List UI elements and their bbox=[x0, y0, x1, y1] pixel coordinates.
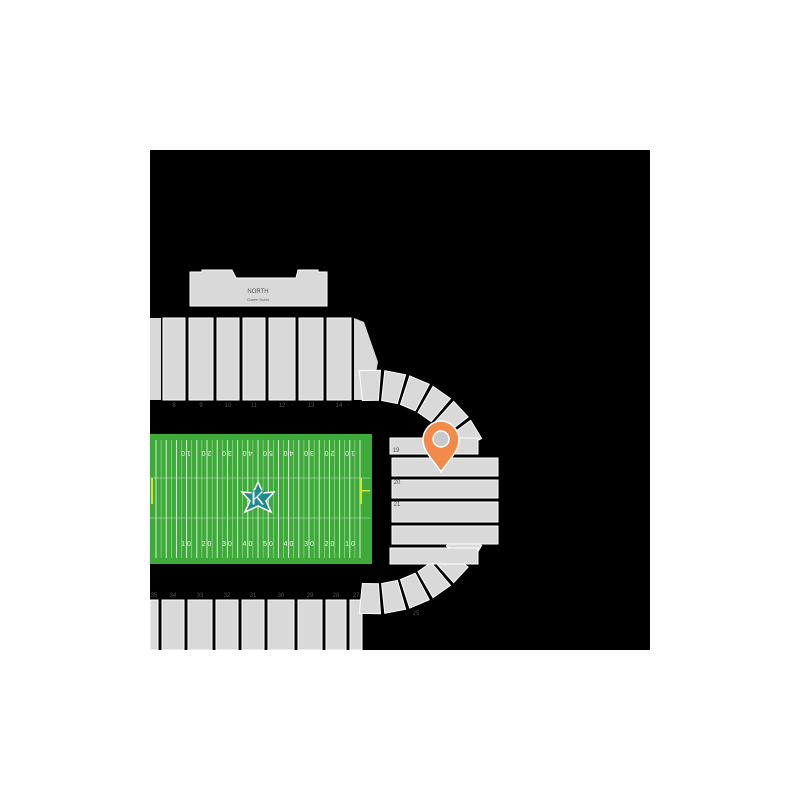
section-label: 33 bbox=[197, 593, 204, 599]
section-10[interactable] bbox=[216, 317, 240, 401]
press-box: NORTH Charter Boxes bbox=[189, 269, 328, 307]
section-29[interactable] bbox=[297, 599, 323, 651]
yard-number: 5 0 bbox=[263, 449, 273, 456]
yard-number: 4 0 bbox=[284, 449, 294, 456]
section-east-lower[interactable] bbox=[358, 582, 382, 615]
playing-field: 1 0 2 0 3 0 4 0 5 0 4 0 3 0 2 0 1 0 1 0 2 0 3 0 4 0… bbox=[150, 408, 380, 578]
section-28[interactable] bbox=[325, 599, 347, 651]
section-32[interactable] bbox=[215, 599, 239, 651]
section-label: 10 bbox=[225, 403, 232, 409]
section-east-row[interactable] bbox=[391, 479, 499, 499]
yard-number: 1 0 bbox=[181, 449, 191, 456]
section-label: 31 bbox=[250, 593, 257, 599]
section-11[interactable] bbox=[242, 317, 266, 401]
section-31[interactable] bbox=[241, 599, 265, 651]
section-label: 13 bbox=[308, 403, 315, 409]
yard-number: 1 0 bbox=[345, 449, 355, 456]
section-east-upper[interactable] bbox=[399, 375, 430, 412]
section-9[interactable] bbox=[188, 317, 214, 401]
section-label: 34 bbox=[170, 593, 177, 599]
south-sections: 35 34 33 32 31 30 29 28 27 bbox=[149, 593, 363, 651]
section-label: 32 bbox=[224, 593, 231, 599]
section-east-upper[interactable] bbox=[358, 369, 382, 402]
section-east-upper[interactable] bbox=[417, 385, 452, 423]
yard-number: 3 0 bbox=[222, 449, 232, 456]
section-label: 30 bbox=[278, 593, 285, 599]
center-logo: K bbox=[240, 480, 276, 514]
section-label: 8 bbox=[172, 403, 176, 409]
section-14[interactable] bbox=[326, 317, 352, 401]
north-sections: 8 9 10 11 12 13 14 bbox=[150, 317, 378, 409]
section-east-lower[interactable] bbox=[399, 572, 430, 609]
section-label: 25 bbox=[413, 611, 420, 617]
center-logo-letter: K bbox=[251, 488, 266, 510]
top-yard-numbers: 1 0 2 0 3 0 4 0 5 0 4 0 3 0 2 0 1 0 bbox=[181, 449, 355, 456]
section-east-row[interactable] bbox=[389, 547, 479, 565]
section-33[interactable] bbox=[187, 599, 213, 651]
section-8[interactable] bbox=[162, 317, 186, 401]
section-east-row[interactable] bbox=[391, 501, 499, 523]
yard-number: 2 0 bbox=[325, 449, 335, 456]
section-35[interactable] bbox=[149, 599, 159, 651]
section-east-lower[interactable] bbox=[381, 579, 407, 614]
yard-number: 3 0 bbox=[304, 449, 314, 456]
goalpost-east bbox=[360, 478, 370, 504]
section-label: 14 bbox=[336, 403, 343, 409]
yard-number: 4 0 bbox=[284, 541, 294, 548]
section-label: 19 bbox=[393, 448, 400, 454]
section-east-row[interactable] bbox=[391, 525, 499, 545]
section-label: 35 bbox=[151, 593, 158, 599]
section-east-lower[interactable] bbox=[417, 561, 452, 599]
yard-number: 3 0 bbox=[222, 541, 232, 548]
section-east-upper[interactable] bbox=[381, 370, 407, 405]
section-label: 28 bbox=[333, 593, 340, 599]
section-label: 11 bbox=[251, 403, 258, 409]
section-label: 29 bbox=[307, 593, 314, 599]
bottom-yard-numbers: 1 0 2 0 3 0 4 0 5 0 4 0 3 0 2 0 1 0 bbox=[181, 541, 355, 548]
goalpost-west bbox=[151, 478, 153, 504]
section-label: 9 bbox=[199, 403, 203, 409]
section-label: 27 bbox=[353, 593, 360, 599]
yard-number: 4 0 bbox=[243, 541, 253, 548]
yard-number: 3 0 bbox=[304, 541, 314, 548]
yard-number: 1 0 bbox=[181, 541, 191, 548]
section-label: 21 bbox=[394, 502, 401, 508]
yard-number: 2 0 bbox=[202, 449, 212, 456]
yard-number: 5 0 bbox=[263, 541, 273, 548]
east-sections: 19 20 21 25 bbox=[358, 369, 499, 617]
section-30[interactable] bbox=[267, 599, 295, 651]
section-34[interactable] bbox=[161, 599, 185, 651]
yard-number: 1 0 bbox=[345, 541, 355, 548]
yard-number: 2 0 bbox=[325, 541, 335, 548]
press-box-title: NORTH bbox=[247, 289, 268, 295]
press-box-subtitle: Charter Boxes bbox=[247, 298, 270, 302]
section-13[interactable] bbox=[298, 317, 324, 401]
yard-number: 4 0 bbox=[243, 449, 253, 456]
section-12[interactable] bbox=[268, 317, 296, 401]
map-pin-icon[interactable] bbox=[422, 420, 460, 474]
section-label: 12 bbox=[279, 403, 286, 409]
yard-number: 2 0 bbox=[202, 541, 212, 548]
section-partial[interactable] bbox=[150, 318, 161, 400]
section-label: 20 bbox=[394, 480, 401, 486]
